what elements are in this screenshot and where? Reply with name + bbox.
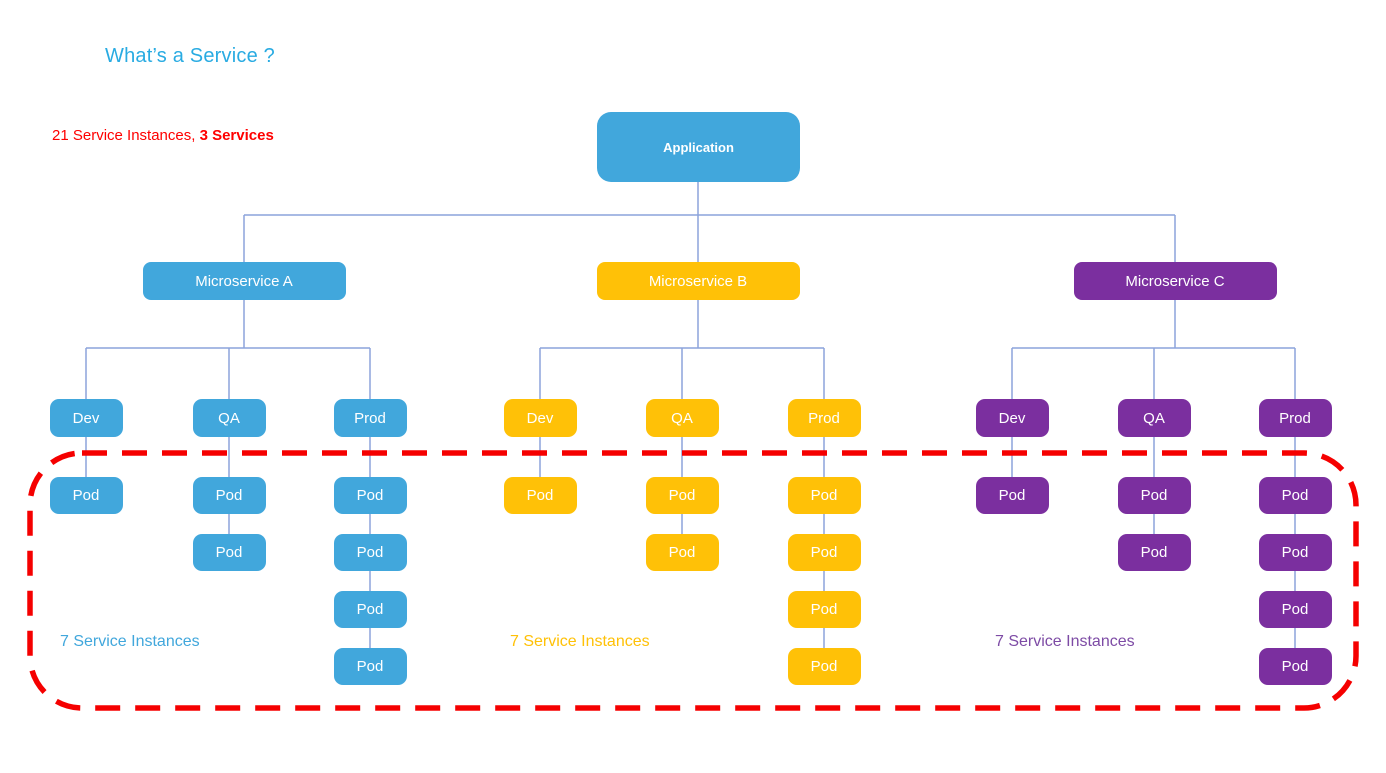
pod-node: Pod (975, 477, 1049, 514)
pod-node: Pod (1117, 477, 1191, 514)
service-instances-boundary (27, 450, 1359, 711)
pod-node: Pod (787, 534, 861, 571)
summary-line: 21 Service Instances, 3 Services (52, 127, 274, 144)
microservice-node: Microservice C (1073, 262, 1277, 300)
pod-node: Pod (1258, 477, 1332, 514)
summary-bold-text: 3 Services (199, 127, 274, 144)
pod-node: Pod (1258, 534, 1332, 571)
environment-node: QA (1117, 399, 1191, 437)
pod-node: Pod (192, 477, 266, 514)
pod-node: Pod (333, 648, 407, 685)
microservice-node: Microservice B (596, 262, 800, 300)
pod-node: Pod (333, 534, 407, 571)
microservice-node: Microservice A (142, 262, 346, 300)
environment-node: Dev (49, 399, 123, 437)
pod-node: Pod (645, 534, 719, 571)
instances-count-label: 7 Service Instances (995, 633, 1135, 650)
environment-node: Prod (333, 399, 407, 437)
pod-node: Pod (333, 591, 407, 628)
instances-count-label: 7 Service Instances (510, 633, 650, 650)
pod-node: Pod (1258, 648, 1332, 685)
environment-node: Dev (503, 399, 577, 437)
summary-count-text: 21 Service Instances, (52, 127, 200, 144)
pod-node: Pod (333, 477, 407, 514)
environment-node: QA (192, 399, 266, 437)
environment-node: Prod (787, 399, 861, 437)
environment-node: Prod (1258, 399, 1332, 437)
environment-node: Dev (975, 399, 1049, 437)
instances-count-label: 7 Service Instances (60, 633, 200, 650)
pod-node: Pod (49, 477, 123, 514)
page-title: What’s a Service ? (105, 45, 275, 67)
pod-node: Pod (787, 648, 861, 685)
pod-node: Pod (1117, 534, 1191, 571)
pod-node: Pod (503, 477, 577, 514)
pod-node: Pod (1258, 591, 1332, 628)
environment-node: QA (645, 399, 719, 437)
pod-node: Pod (787, 477, 861, 514)
application-node: Application (597, 112, 800, 182)
pod-node: Pod (192, 534, 266, 571)
pod-node: Pod (645, 477, 719, 514)
pod-node: Pod (787, 591, 861, 628)
